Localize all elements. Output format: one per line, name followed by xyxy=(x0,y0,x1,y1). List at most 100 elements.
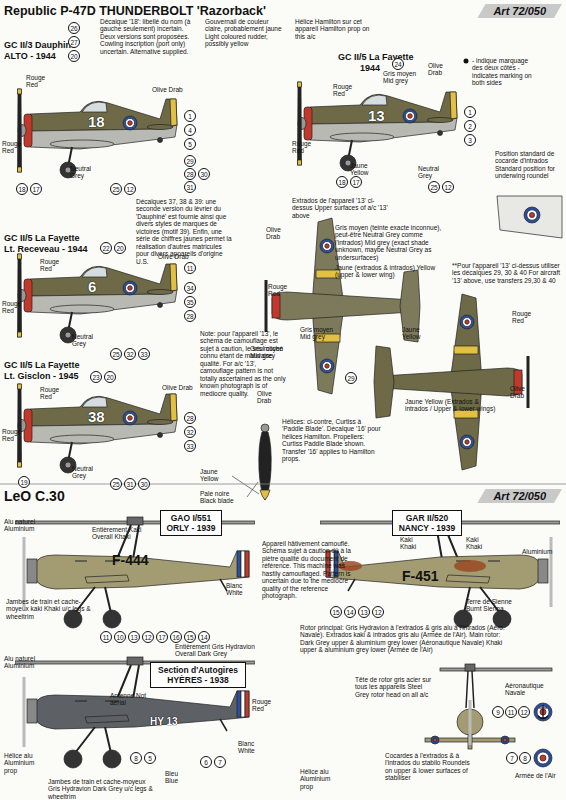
colour-note: Appareil hâtivement camouflé. Schéma suj… xyxy=(262,540,354,600)
colour-note: Pale noire Black blade xyxy=(200,490,245,505)
unit-label: GC II/3 Dauphiné xyxy=(4,40,76,50)
marking-dot xyxy=(464,59,469,64)
unit-box: GAR II/520 NANCY - 1939 xyxy=(392,510,462,536)
callout-number: 32 xyxy=(184,426,196,438)
colour-note: Rouge Red xyxy=(512,310,542,325)
colour-note: Hélice Hamilton sur cet appareil Hamilto… xyxy=(295,18,380,40)
callout-number: 31 xyxy=(184,181,196,193)
colour-note: Cocardes à l'extrados & à l'intrados du … xyxy=(385,752,475,782)
callout-number: 11 xyxy=(184,262,196,274)
callout-number: 20 xyxy=(114,242,126,254)
callout-number: 25 xyxy=(110,183,122,195)
callout-number: 1 xyxy=(184,110,196,122)
colour-note: Aéronautique Navale xyxy=(505,682,560,697)
colour-note: Neutral Grey xyxy=(70,165,100,180)
p47-side-view xyxy=(298,82,458,171)
colour-note: Extrados de l'appareil '13' ci-dessus Up… xyxy=(292,197,392,219)
colour-note: Kaki Khaki xyxy=(400,536,425,551)
callout-number: 14 xyxy=(344,606,356,618)
colour-note: Neutral Grey xyxy=(418,165,448,180)
callout-number: 4 xyxy=(184,124,196,136)
colour-note: **Pour l'appareil '13' ci-dessus utilise… xyxy=(452,262,562,284)
callout-number: 29 xyxy=(184,155,196,167)
callout-number: 18 xyxy=(16,183,28,195)
callout-number: 5 xyxy=(184,138,196,150)
colour-note: Gouvernail de couleur claire, probableme… xyxy=(205,18,287,48)
callout-number: 12 xyxy=(442,181,454,193)
callout-number: 16 xyxy=(170,631,182,643)
colour-note: Rouge Red xyxy=(40,386,66,401)
callout-number: 28 xyxy=(184,412,196,424)
colour-note: Antenne Not aerial xyxy=(110,692,150,707)
p47-side-view xyxy=(18,384,178,473)
callout-number: 20 xyxy=(68,50,80,62)
callout-number: 32 xyxy=(124,348,136,360)
colour-note: Olive Drab xyxy=(510,385,540,400)
colour-note: Rouge Red xyxy=(333,83,359,98)
callout-number: 15 xyxy=(184,631,196,643)
unit-box: GAO I/551 ORLY - 1939 xyxy=(160,510,222,536)
unit-label: ALTO - 1944 xyxy=(4,51,56,61)
callout-number: 17 xyxy=(350,176,362,188)
colour-note: Décalque '18': libellé du nom (à gauche … xyxy=(100,18,200,55)
colour-note: Aluminium xyxy=(522,548,552,555)
callout-number: 33 xyxy=(184,440,196,452)
callout-number: 34 xyxy=(184,282,196,294)
callout-number: 12 xyxy=(518,706,530,718)
colour-note: Olive Drab xyxy=(162,384,193,391)
callout-number: 9 xyxy=(492,706,504,718)
colour-note: Jaune Yellow xyxy=(350,162,380,177)
section-title: LeO C.30 xyxy=(4,488,69,504)
section-header: LeO C.30Art 72/050 xyxy=(0,487,566,505)
autogiro-side-view xyxy=(15,657,255,768)
callout-number: 17 xyxy=(156,631,168,643)
colour-note: Jambes de train et cache-moyeux kaki Kha… xyxy=(6,598,96,620)
callout-number: 11 xyxy=(505,706,517,718)
unit-label: Lt. Receveau - 1944 xyxy=(4,244,88,254)
unit-label: 1944 xyxy=(360,63,380,73)
callout-number: 28 xyxy=(184,168,196,180)
callout-number: 25 xyxy=(428,181,440,193)
callout-number: 17 xyxy=(30,183,42,195)
colour-note: Rouge Red xyxy=(252,698,280,713)
colour-note: Gris moyen Mid grey xyxy=(300,326,335,341)
colour-note: Bleu Blue xyxy=(165,770,190,785)
colour-note: Blanc White xyxy=(238,740,266,755)
colour-note: Entièrement Gris Hydravion Overall Dark … xyxy=(175,643,265,658)
section-header: Republic P-47D THUNDERBOLT 'Razorback'Ar… xyxy=(0,2,566,20)
callout-number: 29 xyxy=(345,372,357,384)
colour-note: Jaune Yellow (Extrados & intrados / Uppe… xyxy=(405,398,500,413)
callout-number: 15 xyxy=(330,606,342,618)
colour-note: Jaune Yellow xyxy=(402,326,432,341)
colour-note: Jambes de train et cache-moyeux Gris Hyd… xyxy=(48,778,158,800)
colour-note: Gris moyen Mid grey xyxy=(250,345,285,360)
colour-note: Neutral Grey xyxy=(72,465,102,480)
colour-note: Rouge Red xyxy=(268,283,294,298)
colour-note: Alu naturel Aluminium xyxy=(4,655,49,670)
colour-note: Alu naturel Aluminium xyxy=(4,518,49,533)
colour-note: Olive Drab xyxy=(158,253,189,260)
colour-note: Rouge Red xyxy=(2,140,28,155)
colour-note: Olive Drab xyxy=(152,86,183,93)
callout-number: 7 xyxy=(214,756,226,768)
callout-number: 10 xyxy=(114,631,126,643)
p47-side-view xyxy=(18,89,178,178)
colour-note: Neutral Grey xyxy=(72,333,102,348)
callout-number: 30 xyxy=(198,168,210,180)
callout-number: 12 xyxy=(372,606,384,618)
p47-planform xyxy=(374,294,528,470)
callout-number: 28 xyxy=(184,310,196,322)
unit-label: GC II/5 La Fayette xyxy=(4,233,80,243)
section-title: Republic P-47D THUNDERBOLT 'Razorback' xyxy=(4,4,270,18)
callout-number: 8 xyxy=(519,752,531,764)
aircraft-marking: F-451 xyxy=(402,568,439,584)
section-rule xyxy=(0,484,566,485)
callout-number: 12 xyxy=(124,183,136,195)
callout-number: 12 xyxy=(142,631,154,643)
colour-note: Position standard de cocarde d'intrados … xyxy=(495,150,563,180)
callout-number: 30 xyxy=(138,478,150,490)
colour-note: Rouge Red xyxy=(40,258,66,273)
colour-note: Gris moyen Mid grey xyxy=(383,70,418,85)
callout-number: 5 xyxy=(144,752,156,764)
